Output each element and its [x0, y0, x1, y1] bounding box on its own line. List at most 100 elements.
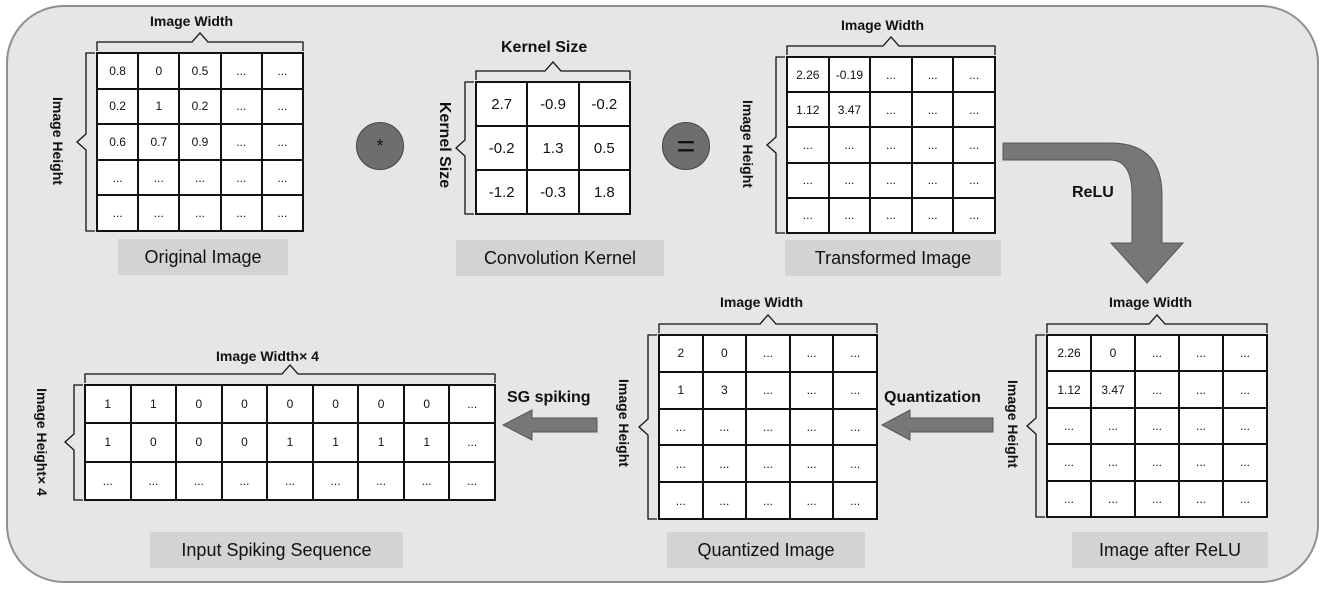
- grid-cell: 0: [268, 386, 312, 423]
- grid-cell: ...: [871, 163, 911, 197]
- grid-cell: ...: [98, 160, 138, 195]
- grid-cell: ...: [1048, 445, 1090, 480]
- grid-cell: 2.26: [788, 58, 828, 92]
- quantization-arrow: [880, 409, 994, 441]
- convolution-operator: *: [356, 122, 404, 170]
- grid-cell: ...: [829, 163, 870, 197]
- grid-cell: ...: [788, 198, 828, 232]
- original-width-brace: [96, 32, 304, 51]
- grid-cell: ...: [180, 160, 220, 195]
- spiking-width-brace: [84, 364, 496, 383]
- grid-cell: ...: [222, 462, 267, 499]
- grid-cell: ...: [834, 372, 876, 408]
- grid-cell: 0: [1092, 336, 1134, 371]
- grid-cell: 0: [222, 386, 267, 423]
- grid-cell: ...: [1092, 408, 1134, 444]
- kernel-width-label: Kernel Size: [501, 39, 588, 56]
- grid-cell: ...: [98, 196, 138, 230]
- quantized-width-label: Image Width: [720, 294, 804, 310]
- grid-cell: ...: [747, 446, 789, 482]
- grid-cell: ...: [1180, 445, 1222, 480]
- grid-cell: 1: [131, 386, 176, 423]
- grid-cell: 1: [139, 89, 179, 124]
- spiking-height-brace: [64, 384, 83, 501]
- grid-cell: ...: [1136, 372, 1178, 407]
- grid-cell: ...: [703, 446, 746, 482]
- equals-operator: =: [662, 122, 710, 170]
- grid-cell: 1.12: [788, 93, 828, 127]
- quantized-image-caption: Quantized Image: [667, 532, 865, 568]
- grid-cell: ...: [180, 196, 220, 230]
- grid-cell: 0: [131, 424, 176, 461]
- grid-cell: ...: [871, 128, 911, 162]
- transformed-width-label: Image Width: [841, 17, 925, 33]
- grid-cell: 0: [313, 386, 358, 423]
- grid-cell: ...: [834, 336, 876, 371]
- grid-cell: 1: [268, 424, 312, 461]
- grid-cell: ...: [1180, 408, 1222, 444]
- original-width-label: Image Width: [150, 13, 234, 29]
- grid-cell: ...: [1136, 408, 1178, 444]
- grid-cell: ...: [788, 128, 828, 162]
- grid-cell: ...: [912, 58, 953, 92]
- grid-cell: ...: [1224, 481, 1266, 516]
- grid-cell: ...: [268, 462, 312, 499]
- grid-cell: ...: [139, 196, 179, 230]
- grid-cell: ...: [86, 462, 130, 499]
- convolution-kernel-caption: Convolution Kernel: [456, 240, 664, 276]
- grid-cell: ...: [834, 483, 876, 518]
- grid-cell: ...: [450, 386, 494, 423]
- grid-cell: ...: [912, 93, 953, 127]
- grid-cell: ...: [221, 125, 261, 159]
- quantized-width-brace: [658, 314, 878, 333]
- grid-cell: ...: [954, 163, 994, 197]
- sg-spiking-label: SG spiking: [507, 389, 591, 406]
- grid-cell: ...: [829, 128, 870, 162]
- kernel-height-label: Kernel Size: [436, 101, 453, 189]
- sg-spiking-arrow: [501, 409, 598, 441]
- grid-cell: 0.2: [98, 89, 138, 124]
- grid-cell: ...: [703, 483, 746, 518]
- grid-cell: ...: [221, 196, 261, 230]
- grid-cell: ...: [262, 89, 302, 124]
- grid-cell: 1: [359, 424, 403, 461]
- grid-cell: ...: [450, 462, 494, 499]
- grid-cell: ...: [790, 336, 833, 371]
- grid-cell: ...: [871, 58, 911, 92]
- grid-cell: ...: [660, 446, 702, 482]
- quantized-height-label: Image Height: [616, 379, 632, 467]
- grid-cell: 0.6: [98, 125, 138, 159]
- grid-cell: ...: [139, 160, 179, 195]
- grid-cell: ...: [747, 372, 789, 408]
- grid-cell: ...: [747, 483, 789, 518]
- grid-cell: ...: [313, 462, 358, 499]
- original-height-brace: [76, 52, 95, 232]
- grid-cell: ...: [177, 462, 221, 499]
- transformed-image-caption: Transformed Image: [785, 240, 1001, 276]
- grid-cell: ...: [1180, 481, 1222, 516]
- grid-cell: ...: [912, 163, 953, 197]
- grid-cell: ...: [1048, 408, 1090, 444]
- grid-cell: ...: [262, 54, 302, 88]
- grid-cell: 2: [660, 336, 702, 371]
- kernel-height-brace: [455, 81, 474, 215]
- grid-cell: -1.2: [477, 171, 527, 213]
- grid-cell: 2.7: [477, 83, 527, 125]
- grid-cell: 0.7: [139, 125, 179, 159]
- grid-cell: 0: [703, 336, 746, 371]
- grid-cell: ...: [871, 93, 911, 127]
- grid-cell: ...: [262, 196, 302, 230]
- grid-cell: 1: [86, 386, 130, 423]
- spiking-width-label: Image Width× 4: [216, 348, 319, 364]
- kernel-width-brace: [475, 61, 631, 80]
- grid-cell: ...: [221, 89, 261, 124]
- grid-cell: ...: [912, 128, 953, 162]
- relu-label: ReLU: [1072, 184, 1114, 201]
- grid-cell: ...: [262, 125, 302, 159]
- grid-cell: ...: [790, 409, 833, 445]
